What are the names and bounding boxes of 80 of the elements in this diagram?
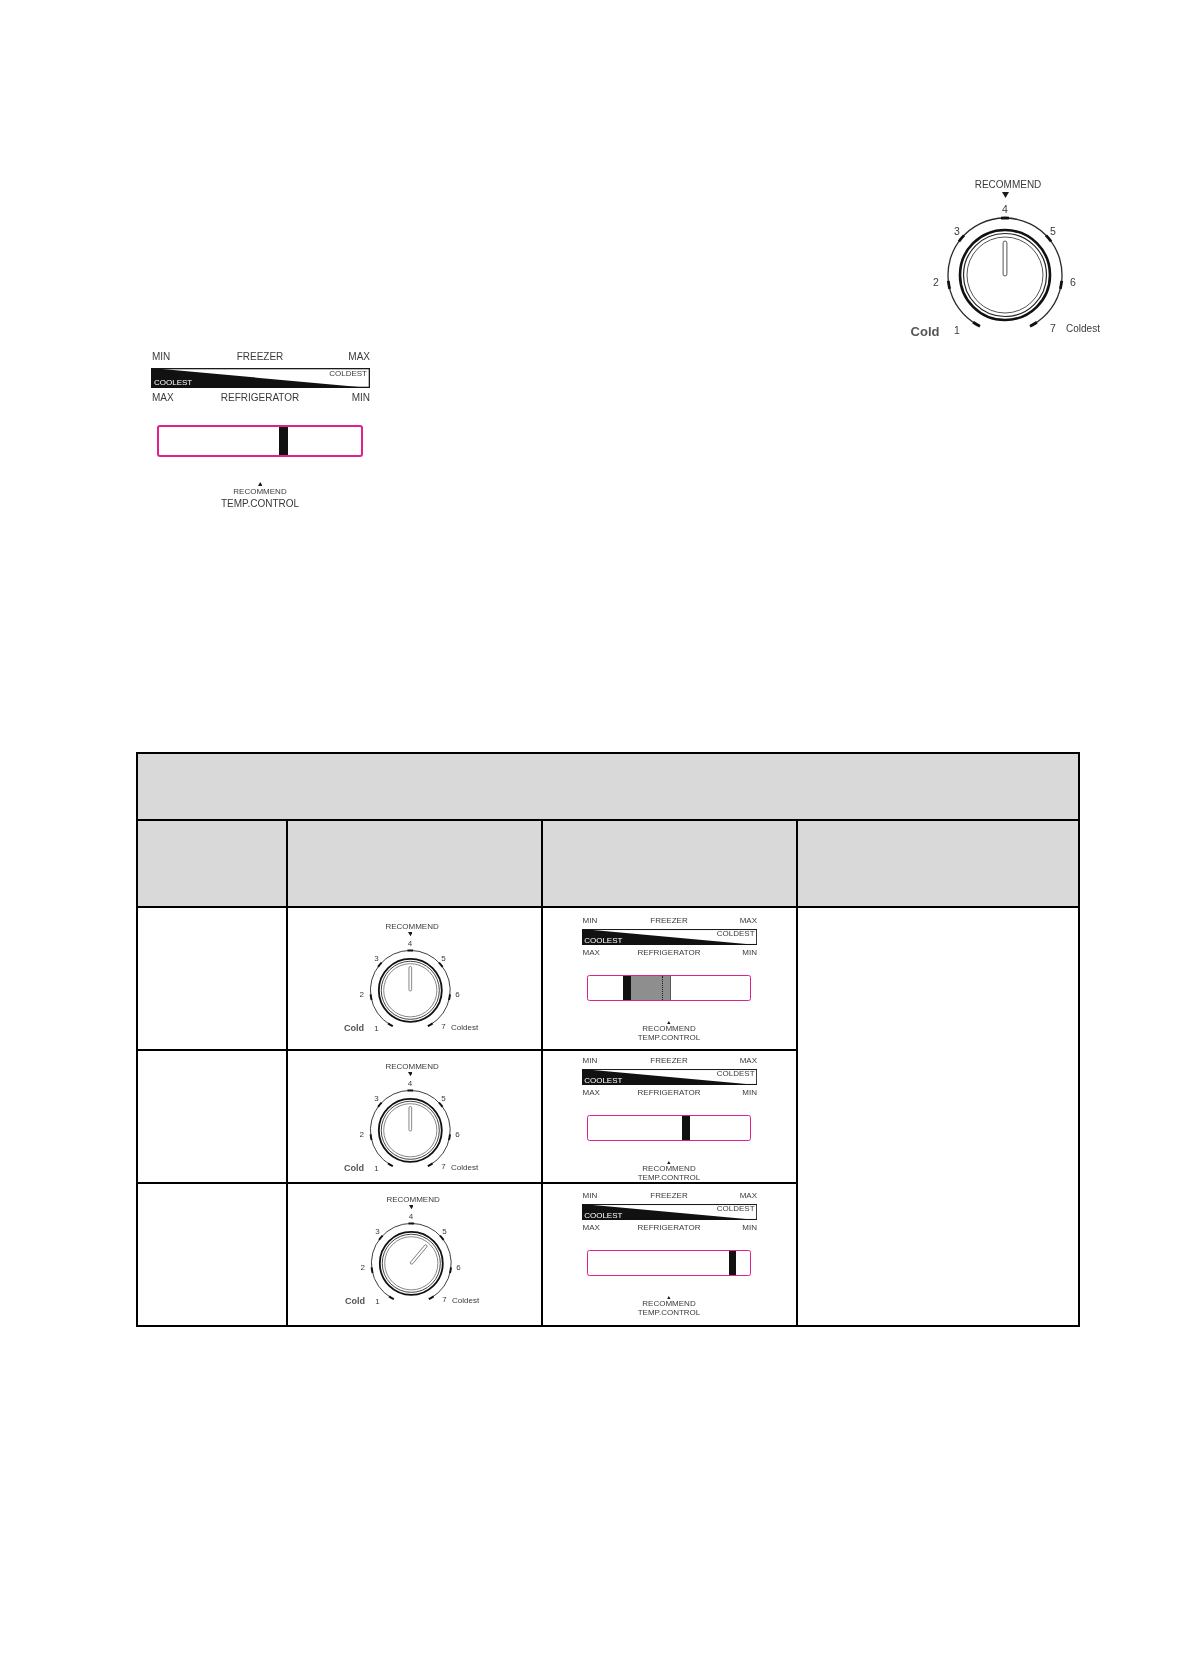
dial-end-label: Coldest	[451, 1163, 479, 1172]
scale-label: MIN	[582, 1191, 598, 1200]
wedge-label: COLDEST	[329, 369, 367, 378]
scale-number: 3	[375, 1228, 380, 1237]
scale-number: 5	[1050, 225, 1056, 237]
compartment-label: REFRIGERATOR	[637, 1224, 701, 1233]
wedge-label: COOLEST	[154, 378, 193, 387]
compartment-label: FREEZER	[650, 1191, 688, 1200]
scale-number: 1	[374, 1164, 379, 1173]
scale-number: 4	[1002, 203, 1008, 215]
wedge-label: COOLEST	[584, 1077, 623, 1085]
scale-label: MAX	[739, 916, 757, 925]
wedge-label: COLDEST	[716, 1069, 755, 1078]
scale-label: MAX	[582, 1089, 600, 1098]
marker-caption: RECOMMEND	[642, 1164, 696, 1173]
scale-number: 6	[1070, 276, 1076, 288]
scale-number: 4	[407, 1079, 413, 1088]
scale-label: MIN	[742, 949, 757, 958]
dial-caption: RECOMMEND	[386, 1196, 440, 1204]
scale-label: MAX	[582, 1224, 600, 1233]
scale-number: 7	[441, 1163, 446, 1172]
scale-number: 1	[374, 1024, 379, 1033]
scale-label: MAX	[582, 949, 600, 958]
dial-caption: RECOMMEND	[385, 1063, 439, 1071]
scale-number: 6	[456, 1263, 461, 1272]
control-title: TEMP.CONTROL	[220, 499, 300, 509]
scale-label: MIN	[351, 393, 370, 403]
dial-end-label: Cold	[344, 1297, 366, 1307]
scale-label: MAX	[739, 1191, 757, 1200]
dial-caption: RECOMMEND	[974, 180, 1042, 190]
scale-number: 5	[442, 1228, 447, 1237]
scale-number: 3	[374, 1095, 379, 1104]
wedge-label: COOLEST	[584, 937, 623, 945]
scale-number: 3	[374, 955, 379, 964]
dial-end-label: Cold	[910, 324, 940, 338]
scale-label: MIN	[742, 1089, 757, 1098]
scale-label: MIN	[582, 1056, 598, 1065]
scale-label: MAX	[152, 393, 174, 403]
scale-number: 4	[407, 939, 413, 948]
scale-number: 2	[359, 1130, 364, 1139]
dial-end-label: Coldest	[1066, 324, 1100, 334]
compartment-label: REFRIGERATOR	[637, 949, 701, 958]
dial-end-label: Cold	[343, 1024, 365, 1034]
compartment-label: REFRIGERATOR	[220, 393, 300, 403]
scale-number: 5	[441, 955, 446, 964]
scale-number: 7	[1050, 322, 1056, 334]
wedge-label: COLDEST	[716, 1204, 755, 1213]
scale-number: 2	[360, 1263, 365, 1272]
dial-caption: RECOMMEND	[385, 923, 439, 931]
compartment-label: FREEZER	[650, 916, 688, 925]
scale-number: 7	[441, 1023, 446, 1032]
dial-end-label: Coldest	[452, 1296, 480, 1305]
compartment-label: REFRIGERATOR	[637, 1089, 701, 1098]
control-title: TEMP.CONTROL	[637, 1309, 701, 1318]
control-title: TEMP.CONTROL	[637, 1034, 701, 1043]
marker-caption: RECOMMEND	[642, 1299, 696, 1308]
scale-label: MIN	[582, 916, 598, 925]
scale-number: 6	[455, 1130, 460, 1139]
scale-number: 4	[408, 1212, 414, 1221]
compartment-label: FREEZER	[236, 352, 284, 362]
wedge-label: COOLEST	[584, 1212, 623, 1220]
wedge-label: COLDEST	[716, 929, 755, 938]
dial-end-label: Coldest	[451, 1023, 479, 1032]
compartment-label: FREEZER	[650, 1056, 688, 1065]
scale-number: 1	[375, 1297, 380, 1306]
marker-caption: RECOMMEND	[233, 488, 287, 496]
scale-label: MIN	[152, 352, 171, 362]
scale-number: 1	[954, 324, 960, 336]
control-title: TEMP.CONTROL	[637, 1174, 701, 1183]
scale-label: MIN	[742, 1224, 757, 1233]
scale-number: 2	[933, 276, 939, 288]
scale-number: 5	[441, 1095, 446, 1104]
scale-number: 2	[359, 990, 364, 999]
dial-end-label: Cold	[343, 1164, 365, 1174]
scale-number: 3	[954, 225, 960, 237]
scale-number: 7	[442, 1296, 447, 1305]
scale-number: 6	[455, 990, 460, 999]
marker-caption: RECOMMEND	[642, 1024, 696, 1033]
scale-label: MAX	[348, 352, 370, 362]
scale-label: MAX	[739, 1056, 757, 1065]
